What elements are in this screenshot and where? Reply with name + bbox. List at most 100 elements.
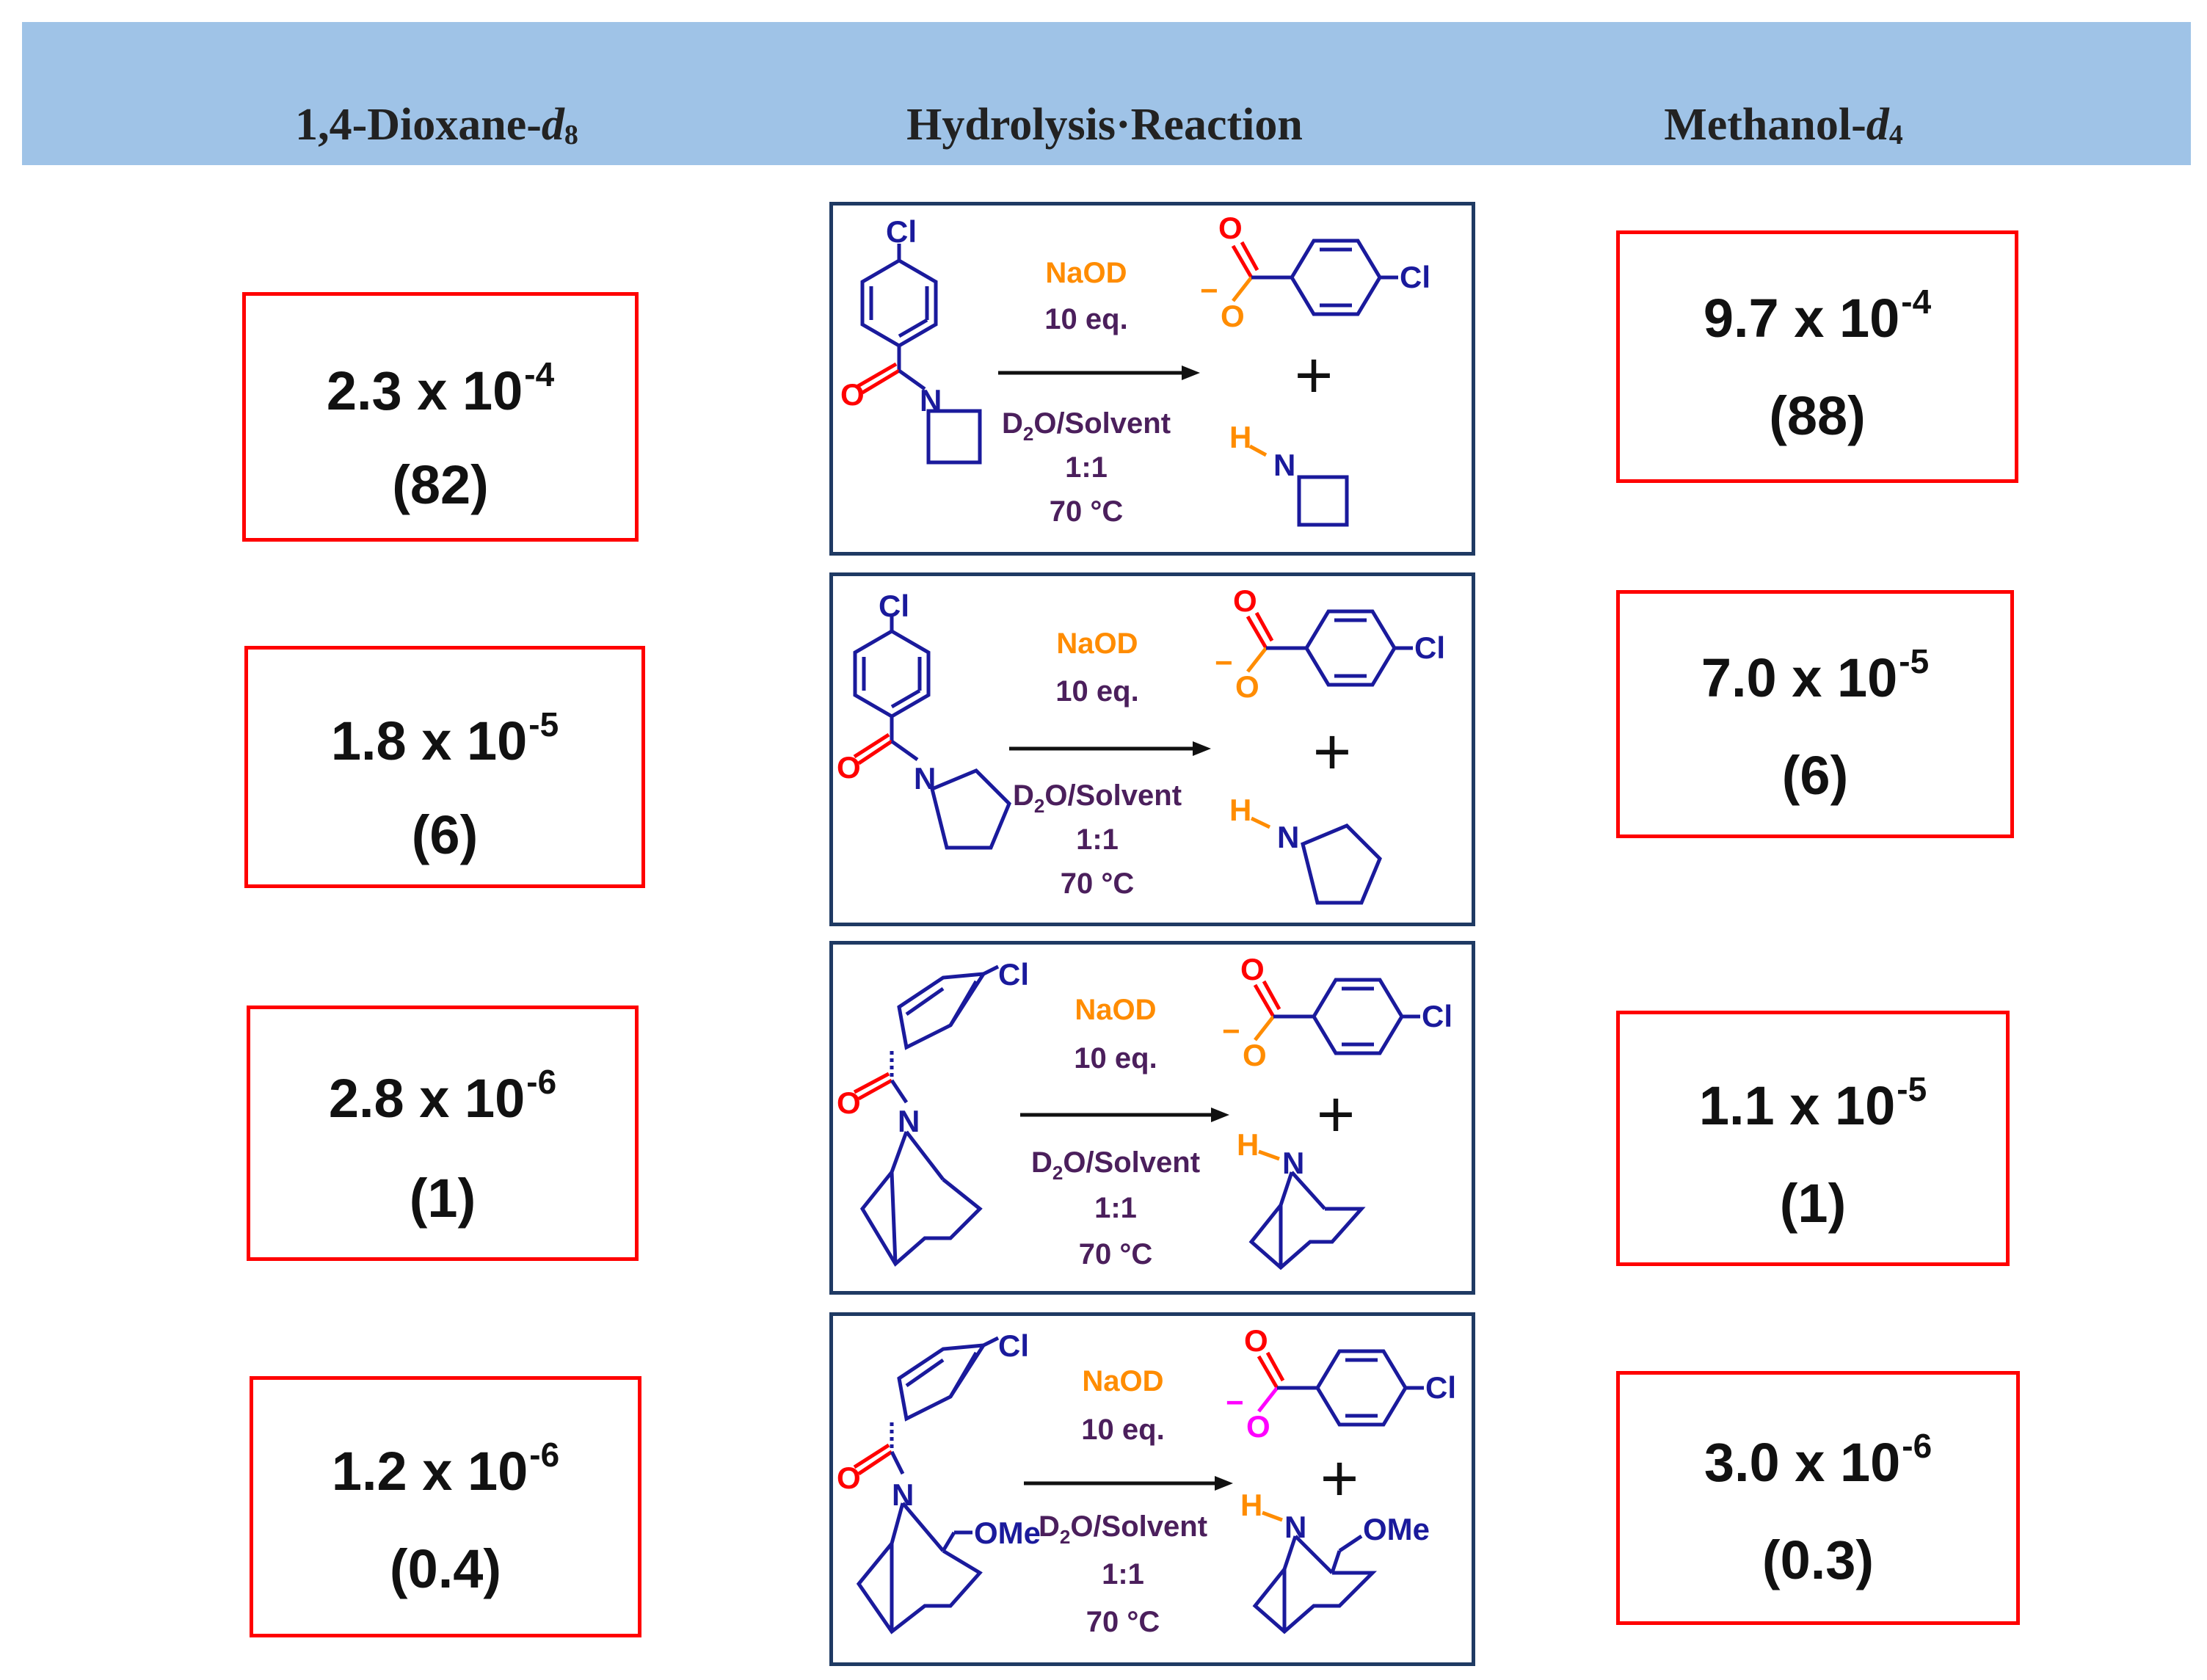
methoxy-label: OMe — [1363, 1512, 1430, 1546]
benzene-ring — [1290, 239, 1382, 316]
arrowhead — [1193, 741, 1211, 756]
nitrogen-label: N — [1273, 448, 1295, 482]
chlorine-label: Cl — [886, 214, 917, 249]
anion-oxygen-label: O — [1221, 299, 1245, 333]
chlorine-label: Cl — [998, 957, 1029, 992]
nitrogen-label: N — [914, 761, 936, 796]
amine-product-1 — [1248, 444, 1349, 527]
arrowhead — [1215, 1476, 1233, 1491]
plus-sign: + — [1320, 1442, 1359, 1516]
anion-oxygen-label: O — [1246, 1409, 1270, 1444]
chlorine-label: Cl — [1414, 630, 1445, 665]
charge-label: − — [1226, 1385, 1244, 1419]
dioxane-rate-box-1: 2.3 x 10-4 (82) — [242, 292, 639, 542]
methanol-rate-box-1: 9.7 x 10-4 (88) — [1616, 230, 2018, 483]
oxygen-label: O — [837, 1086, 861, 1120]
column-title-dioxane: 1,4-Dioxane-d8 — [295, 100, 578, 150]
anion-oxygen-label: O — [1243, 1038, 1267, 1072]
benzene-ring — [1304, 609, 1397, 687]
charge-label: − — [1200, 273, 1218, 308]
methanol-rate-box-4: 3.0 x 10-6 (0.3) — [1616, 1371, 2020, 1625]
amine-product-3 — [1248, 1149, 1366, 1270]
temperature-label: 70 °C — [1079, 1238, 1153, 1270]
reactant-structure-1 — [857, 244, 982, 465]
arrowhead — [1182, 366, 1200, 380]
reaction-scheme-1-drawing: Cl O N NaOD 10 eq. D2O/Solvent 1:1 70 °C… — [840, 211, 1430, 528]
benzene-ring — [853, 629, 931, 719]
hydrogen-label: H — [1237, 1127, 1259, 1162]
reaction-scheme-4-drawing: Cl O N OMe NaOD 10 eq. D2O/Solvent 1:1 7… — [837, 1323, 1456, 1638]
carboxylate-product-1 — [1231, 239, 1398, 316]
carboxylate-product-3 — [1253, 978, 1420, 1055]
reactant-structure-2 — [853, 614, 1011, 850]
equiv-label: 10 eq. — [1044, 303, 1127, 335]
chlorine-label: Cl — [879, 589, 909, 623]
temperature-label: 70 °C — [1086, 1606, 1160, 1638]
ratio-label: 1:1 — [1102, 1558, 1144, 1590]
oxygen-label: O — [840, 377, 865, 412]
column-title-methanol: Methanol-d4 — [1664, 100, 1903, 150]
methoxy-label: OMe — [974, 1516, 1041, 1550]
chlorine-label: Cl — [1422, 999, 1452, 1033]
reaction-scheme-3: Cl O N NaOD 10 eq. D2O/Solvent 1:1 70 °C… — [829, 941, 1475, 1295]
carboxylate-product-2 — [1246, 609, 1413, 687]
azetidine-ring — [1297, 475, 1349, 527]
ratio-label: 1:1 — [1094, 1192, 1137, 1224]
plus-sign: + — [1295, 339, 1334, 412]
reagent-label: NaOD — [1082, 1365, 1163, 1397]
hydrogen-label: H — [1240, 1488, 1262, 1522]
reactant-structure-3 — [853, 964, 1000, 1267]
reaction-scheme-2: Cl O N NaOD 10 eq. D2O/Solvent 1:1 70 °C… — [829, 572, 1475, 926]
chlorine-label: Cl — [1400, 260, 1430, 294]
pyrrolidine-ring — [1301, 823, 1382, 905]
solvent-label: D2O/Solvent — [1031, 1146, 1200, 1184]
amine-product-4 — [1252, 1510, 1378, 1634]
reagent-label: NaOD — [1045, 257, 1127, 289]
reagent-label: NaOD — [1075, 994, 1156, 1026]
oxygen-label: O — [1218, 211, 1243, 245]
oxygen-label: O — [837, 1461, 861, 1495]
ratio-label: 1:1 — [1065, 451, 1108, 484]
reaction-scheme-4: Cl O N OMe NaOD 10 eq. D2O/Solvent 1:1 7… — [829, 1312, 1475, 1666]
header-bar — [22, 22, 2191, 165]
equiv-label: 10 eq. — [1081, 1414, 1164, 1446]
dioxane-rate-box-2: 1.8 x 10-5 (6) — [244, 646, 645, 888]
ratio-label: 1:1 — [1076, 823, 1119, 856]
azetidine-ring — [926, 409, 982, 465]
hydrogen-label: H — [1229, 793, 1251, 827]
column-title-reaction: Hydrolysis·Reaction — [906, 100, 1303, 150]
solvent-label: D2O/Solvent — [1039, 1510, 1207, 1548]
reagent-label: NaOD — [1056, 628, 1138, 660]
oxygen-label: O — [1244, 1323, 1268, 1358]
nitrogen-label: N — [1277, 820, 1299, 854]
solvent-label: D2O/Solvent — [1013, 779, 1182, 817]
nitrogen-label: N — [1284, 1510, 1306, 1544]
charge-label: − — [1215, 645, 1233, 680]
dioxane-rate-box-3: 2.8 x 10-6 (1) — [247, 1006, 639, 1261]
oxygen-label: O — [1240, 952, 1265, 986]
temperature-label: 70 °C — [1061, 868, 1135, 900]
chlorine-label: Cl — [1425, 1370, 1456, 1405]
pyrrolidine-ring — [930, 768, 1011, 850]
nitrogen-label: N — [892, 1477, 914, 1512]
charge-label: − — [1222, 1014, 1240, 1048]
benzene-ring — [860, 258, 938, 348]
plus-sign: + — [1313, 716, 1352, 789]
equiv-label: 10 eq. — [1074, 1042, 1157, 1074]
hydrogen-label: H — [1229, 420, 1251, 454]
temperature-label: 70 °C — [1050, 495, 1124, 528]
benzene-ring — [1312, 978, 1404, 1055]
dioxane-rate-box-4: 1.2 x 10-6 (0.4) — [250, 1376, 641, 1637]
nitrogen-label: N — [898, 1104, 920, 1138]
chlorine-label: Cl — [998, 1328, 1029, 1363]
anion-oxygen-label: O — [1235, 669, 1259, 704]
amine-product-2 — [1250, 816, 1382, 905]
reaction-scheme-2-drawing: Cl O N NaOD 10 eq. D2O/Solvent 1:1 70 °C… — [837, 583, 1445, 905]
arrowhead — [1211, 1108, 1229, 1122]
plus-sign: + — [1317, 1078, 1356, 1152]
reaction-scheme-3-drawing: Cl O N NaOD 10 eq. D2O/Solvent 1:1 70 °C… — [837, 952, 1452, 1270]
carboxylate-product-4 — [1257, 1349, 1424, 1427]
solvent-label: D2O/Solvent — [1002, 407, 1171, 445]
equiv-label: 10 eq. — [1055, 675, 1138, 708]
nitrogen-label: N — [920, 383, 942, 418]
